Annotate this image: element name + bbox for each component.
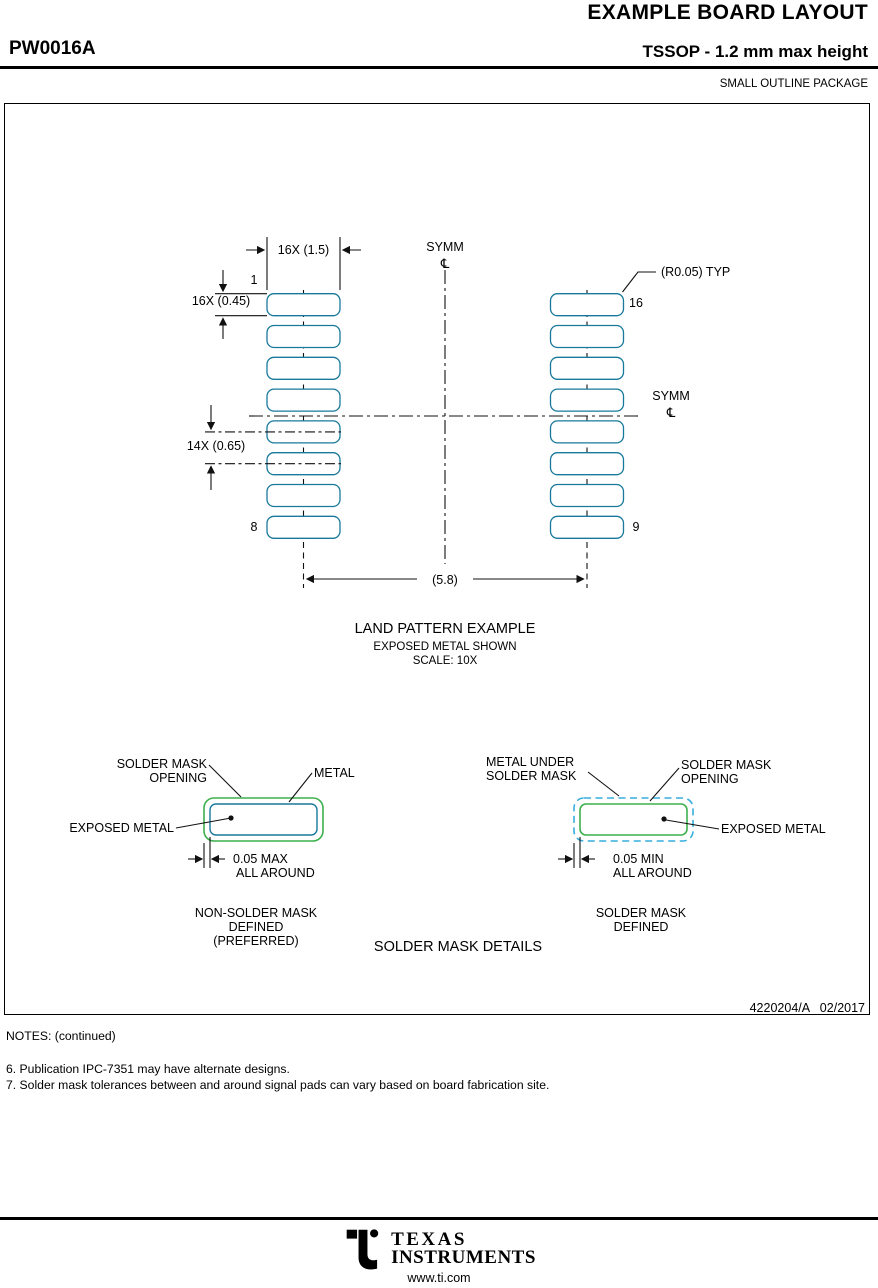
pad-9: [549, 515, 625, 539]
pad-12: [549, 420, 625, 444]
land-pattern-subtitle-2: SCALE: 10X: [413, 655, 478, 667]
dim-pad-width: 16X (0.45): [192, 294, 250, 308]
right-pad-column: [549, 293, 625, 539]
ti-bug-icon: [346, 1229, 379, 1270]
dim-row-span: (5.8): [432, 573, 458, 587]
radius-leader: [622, 271, 656, 293]
nsmd-opening-label-1: SOLDER MASK: [117, 757, 208, 771]
nsmd-metal-label: METAL: [314, 766, 355, 780]
land-pattern-subtitle-1: EXPOSED METAL SHOWN: [373, 641, 516, 653]
note-6: 6. Publication IPC-7351 may have alterna…: [6, 1062, 290, 1076]
pad-15: [549, 324, 625, 349]
ti-logo: TEXAS INSTRUMENTS: [0, 1226, 878, 1272]
smd-detail: METAL UNDER SOLDER MASK SOLDER MASK OPEN…: [486, 755, 826, 934]
pin-8-label: 8: [251, 520, 258, 534]
smd-metal-label-1: METAL UNDER: [486, 755, 574, 769]
pad-1: [266, 293, 341, 317]
nsmd-detail: SOLDER MASK OPENING METAL EXPOSED METAL …: [69, 757, 354, 948]
pin-1-label: 1: [251, 273, 258, 287]
pad-4: [266, 388, 341, 412]
left-pad-column: [266, 293, 341, 539]
board-layout-drawing: 16X (1.5) 1 16X (0.45) 14X (0.65) (5.8) …: [69, 237, 865, 1013]
pad-11: [549, 452, 625, 476]
pad-2: [266, 324, 341, 349]
pad-3: [266, 356, 341, 380]
drawing-frame: 16X (1.5) 1 16X (0.45) 14X (0.65) (5.8) …: [4, 103, 870, 1015]
pad-8: [266, 515, 341, 539]
part-number: PW0016A: [9, 38, 96, 59]
brand-wordmark: TEXAS INSTRUMENTS: [391, 1229, 536, 1268]
pad-13: [549, 388, 625, 412]
brand-line-2: INSTRUMENTS: [391, 1247, 536, 1268]
nsmd-metal-pad: [209, 803, 318, 836]
pin-16-label: 16: [629, 296, 643, 310]
centerline-symbol-right: ℄: [666, 406, 676, 421]
nsmd-caption-2: DEFINED: [229, 920, 284, 934]
note-7: 7. Solder mask tolerances between and ar…: [6, 1077, 550, 1092]
pad-16: [549, 293, 625, 317]
smd-exposed-metal-dot: [661, 816, 667, 822]
website-url: www.ti.com: [407, 1271, 471, 1285]
page-title: EXAMPLE BOARD LAYOUT: [587, 1, 868, 24]
package-family: SMALL OUTLINE PACKAGE: [719, 78, 868, 90]
nsmd-dim-1: 0.05 MAX: [233, 852, 289, 866]
footer-divider: [0, 1217, 878, 1220]
brand-line-1: TEXAS: [391, 1229, 467, 1250]
smd-metal-under-mask: [573, 797, 694, 842]
pad-10: [549, 483, 625, 508]
dim-pad-length: 16X (1.5): [278, 243, 329, 257]
header-divider: [0, 66, 878, 69]
mask-details-title: SOLDER MASK DETAILS: [374, 939, 542, 955]
symmetry-centerlines: [249, 270, 641, 564]
document-id: 4220204/A 02/2017: [750, 1001, 865, 1013]
symm-label-top: SYMM: [426, 240, 464, 254]
notes-section: NOTES: (continued) 6. Publication IPC-73…: [6, 1029, 549, 1093]
pad-7: [266, 483, 341, 508]
dimension-lines: [206, 237, 656, 584]
nsmd-exposed-label: EXPOSED METAL: [69, 821, 174, 835]
nsmd-caption-1: NON-SOLDER MASK: [195, 906, 318, 920]
smd-caption-2: DEFINED: [614, 920, 669, 934]
smd-caption-1: SOLDER MASK: [596, 906, 687, 920]
centerline-symbol-top: ℄: [440, 257, 450, 272]
nsmd-caption-3: (PREFERRED): [213, 934, 298, 948]
smd-opening-label-1: SOLDER MASK: [681, 758, 772, 772]
notes-heading: NOTES: (continued): [6, 1029, 116, 1043]
nsmd-opening-label-2: OPENING: [149, 771, 207, 785]
smd-dim-2: ALL AROUND: [613, 866, 692, 880]
smd-opening-label-2: OPENING: [681, 772, 739, 786]
pad-14: [549, 356, 625, 380]
symm-label-right: SYMM: [652, 389, 690, 403]
smd-leaders: [558, 767, 720, 868]
nsmd-dim-2: ALL AROUND: [236, 866, 315, 880]
radius-note: (R0.05) TYP: [661, 265, 730, 279]
pin-9-label: 9: [633, 520, 640, 534]
smd-solder-mask-opening: [579, 803, 688, 836]
land-pattern-title: LAND PATTERN EXAMPLE: [355, 621, 536, 637]
smd-metal-label-2: SOLDER MASK: [486, 769, 577, 783]
smd-dim-1: 0.05 MIN: [613, 852, 664, 866]
dim-pitch: 14X (0.65): [187, 439, 245, 453]
smd-exposed-label: EXPOSED METAL: [721, 822, 826, 836]
pitch-centerlines: [205, 431, 341, 465]
package-description: TSSOP - 1.2 mm max height: [642, 42, 868, 61]
nsmd-leaders: [175, 764, 313, 868]
nsmd-solder-mask-opening: [203, 797, 324, 842]
